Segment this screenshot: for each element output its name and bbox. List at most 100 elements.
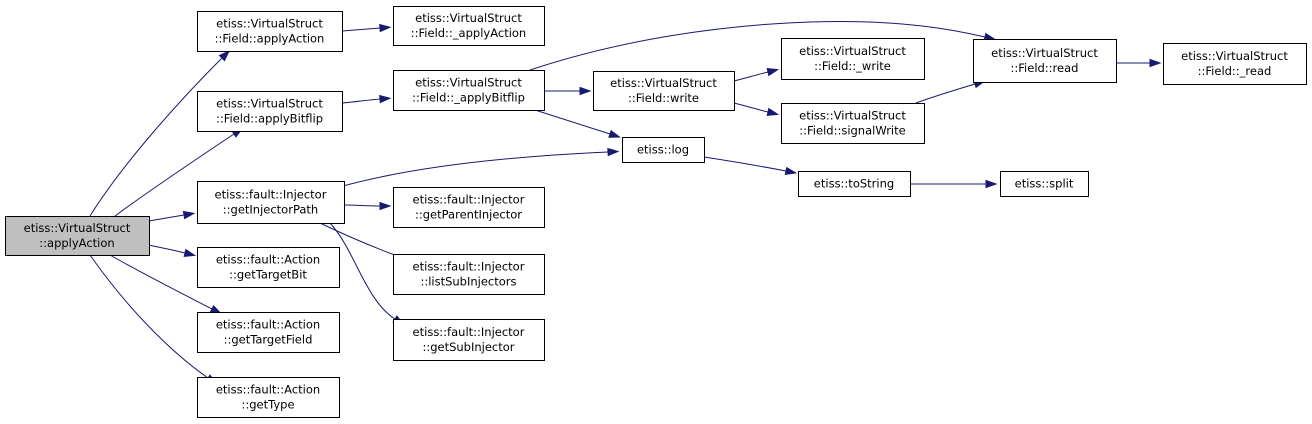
node-label: ::Field::read [1011,61,1079,75]
edges-layer [89,21,1162,385]
node-label: etiss::VirtualStruct [216,17,323,31]
node-label: ::Field::write [628,91,699,105]
node-log[interactable]: etiss::log [622,137,705,163]
node-toString[interactable]: etiss::toString [798,171,911,197]
node-label: ::getType [241,398,294,412]
node-label: etiss::VirtualStruct [24,221,131,235]
edge-root-to-getTargetField [109,254,223,315]
edge-root-to-getInjectorPath [148,210,196,222]
edge-line [733,102,769,113]
edge-line [341,98,381,104]
node-label: etiss::split [1015,177,1074,191]
edge-toString-to-split [910,179,998,189]
edge-root-to-field_applyAction [89,49,231,217]
arrowhead-icon [218,49,231,62]
arrowhead-icon [607,147,620,157]
node-field__write[interactable]: etiss::VirtualStruct::Field::_write [781,38,925,80]
node-field__applyBitflip[interactable]: etiss::VirtualStruct::Field::_applyBitfl… [393,70,545,111]
node-label: ::getInjectorPath [223,203,318,217]
node-getInjectorPath[interactable]: etiss::fault::Injector::getInjectorPath [197,181,345,224]
node-box[interactable] [197,377,340,418]
node-listSubInjectors[interactable]: etiss::fault::Injector::listSubInjectors [393,254,545,295]
nodes-layer: etiss::VirtualStruct::applyActionetiss::… [5,6,1307,418]
edge-root-to-getTargetBit [148,244,197,257]
node-box[interactable] [197,181,345,224]
node-box[interactable] [973,39,1117,83]
edge-field_applyAction-to-field__applyAction [341,23,392,33]
node-box[interactable] [393,6,545,46]
node-getParentInjector[interactable]: etiss::fault::Injector::getParentInjecto… [393,187,545,228]
node-root[interactable]: etiss::VirtualStruct::applyAction [5,216,150,256]
edge-field_write-to-field_signalWrite [733,102,780,116]
arrowhead-icon [784,166,798,175]
node-getSubInjector[interactable]: etiss::fault::Injector::getSubInjector [393,319,545,361]
node-label: etiss::VirtualStruct [610,76,717,90]
node-field_applyBitflip[interactable]: etiss::VirtualStruct::Field::applyBitfli… [197,91,343,132]
node-box[interactable] [1163,43,1307,85]
edge-line [89,57,223,217]
node-getTargetField[interactable]: etiss::fault::Action::getTargetField [197,312,340,353]
arrowhead-icon [379,23,392,33]
node-field_applyAction[interactable]: etiss::VirtualStruct::Field::applyAction [197,11,343,52]
node-box[interactable] [393,319,545,361]
node-box[interactable] [393,187,545,228]
edge-getInjectorPath-to-log [342,147,620,187]
edge-field_signalWrite-to-field_read [915,80,987,104]
node-box[interactable] [781,38,925,80]
node-label: etiss::VirtualStruct [415,76,522,90]
node-field_write[interactable]: etiss::VirtualStruct::Field::write [593,71,735,111]
edge-log-to-toString [703,156,798,175]
node-label: ::applyAction [39,236,114,250]
node-label: ::getTargetField [224,333,313,347]
edge-getInjectorPath-to-getParentInjector [343,201,392,211]
node-getType[interactable]: etiss::fault::Action::getType [197,377,340,418]
arrowhead-icon [985,179,998,189]
node-getTargetBit[interactable]: etiss::fault::Action::getTargetBit [197,247,340,288]
node-box[interactable] [798,171,911,197]
edge-line [148,214,185,222]
node-split[interactable]: etiss::split [1000,171,1089,197]
edge-line [342,151,609,187]
edge-field_read-to-field__read [1116,58,1162,68]
edge-line [733,71,769,82]
node-label: etiss::fault::Injector [215,188,327,202]
node-box[interactable] [1000,171,1089,197]
node-label: ::getTargetBit [229,268,307,282]
node-box[interactable] [197,312,340,353]
node-label: ::Field::_applyAction [411,26,526,40]
node-label: etiss::fault::Action [216,318,320,332]
edge-line [89,254,209,379]
node-label: etiss::VirtualStruct [799,109,906,123]
node-label: ::Field::_applyBitflip [412,91,525,105]
node-box[interactable] [197,11,343,52]
node-label: etiss::fault::Injector [413,260,525,274]
arrowhead-icon [182,210,196,220]
node-label: etiss::log [637,143,689,157]
arrowhead-icon [579,86,592,96]
node-label: ::listSubInjectors [420,275,516,289]
node-box[interactable] [197,91,343,132]
node-label: ::getParentInjector [415,208,522,222]
edge-field_applyBitflip-to-field__applyBitflip [341,94,392,104]
node-field__applyAction[interactable]: etiss::VirtualStruct::Field::_applyActio… [393,6,545,46]
node-box[interactable] [781,103,925,144]
node-box[interactable] [5,216,150,256]
node-field_signalWrite[interactable]: etiss::VirtualStruct::Field::signalWrite [781,103,925,144]
edge-line [703,156,787,172]
node-label: ::Field::signalWrite [799,124,905,138]
node-label: etiss::fault::Action [216,383,320,397]
edge-line [114,133,235,217]
node-field__read[interactable]: etiss::VirtualStruct::Field::_read [1163,43,1307,85]
node-label: ::getSubInjector [422,340,514,354]
node-box[interactable] [393,254,545,295]
node-box[interactable] [393,70,545,111]
node-label: etiss::fault::Injector [413,325,525,339]
arrowhead-icon [379,94,392,104]
edge-field__applyBitflip-to-field_write [544,86,592,96]
node-box[interactable] [622,137,705,163]
node-box[interactable] [593,71,735,111]
node-box[interactable] [197,247,340,288]
node-field_read[interactable]: etiss::VirtualStruct::Field::read [973,39,1117,83]
node-label: ::Field::_write [814,59,891,73]
